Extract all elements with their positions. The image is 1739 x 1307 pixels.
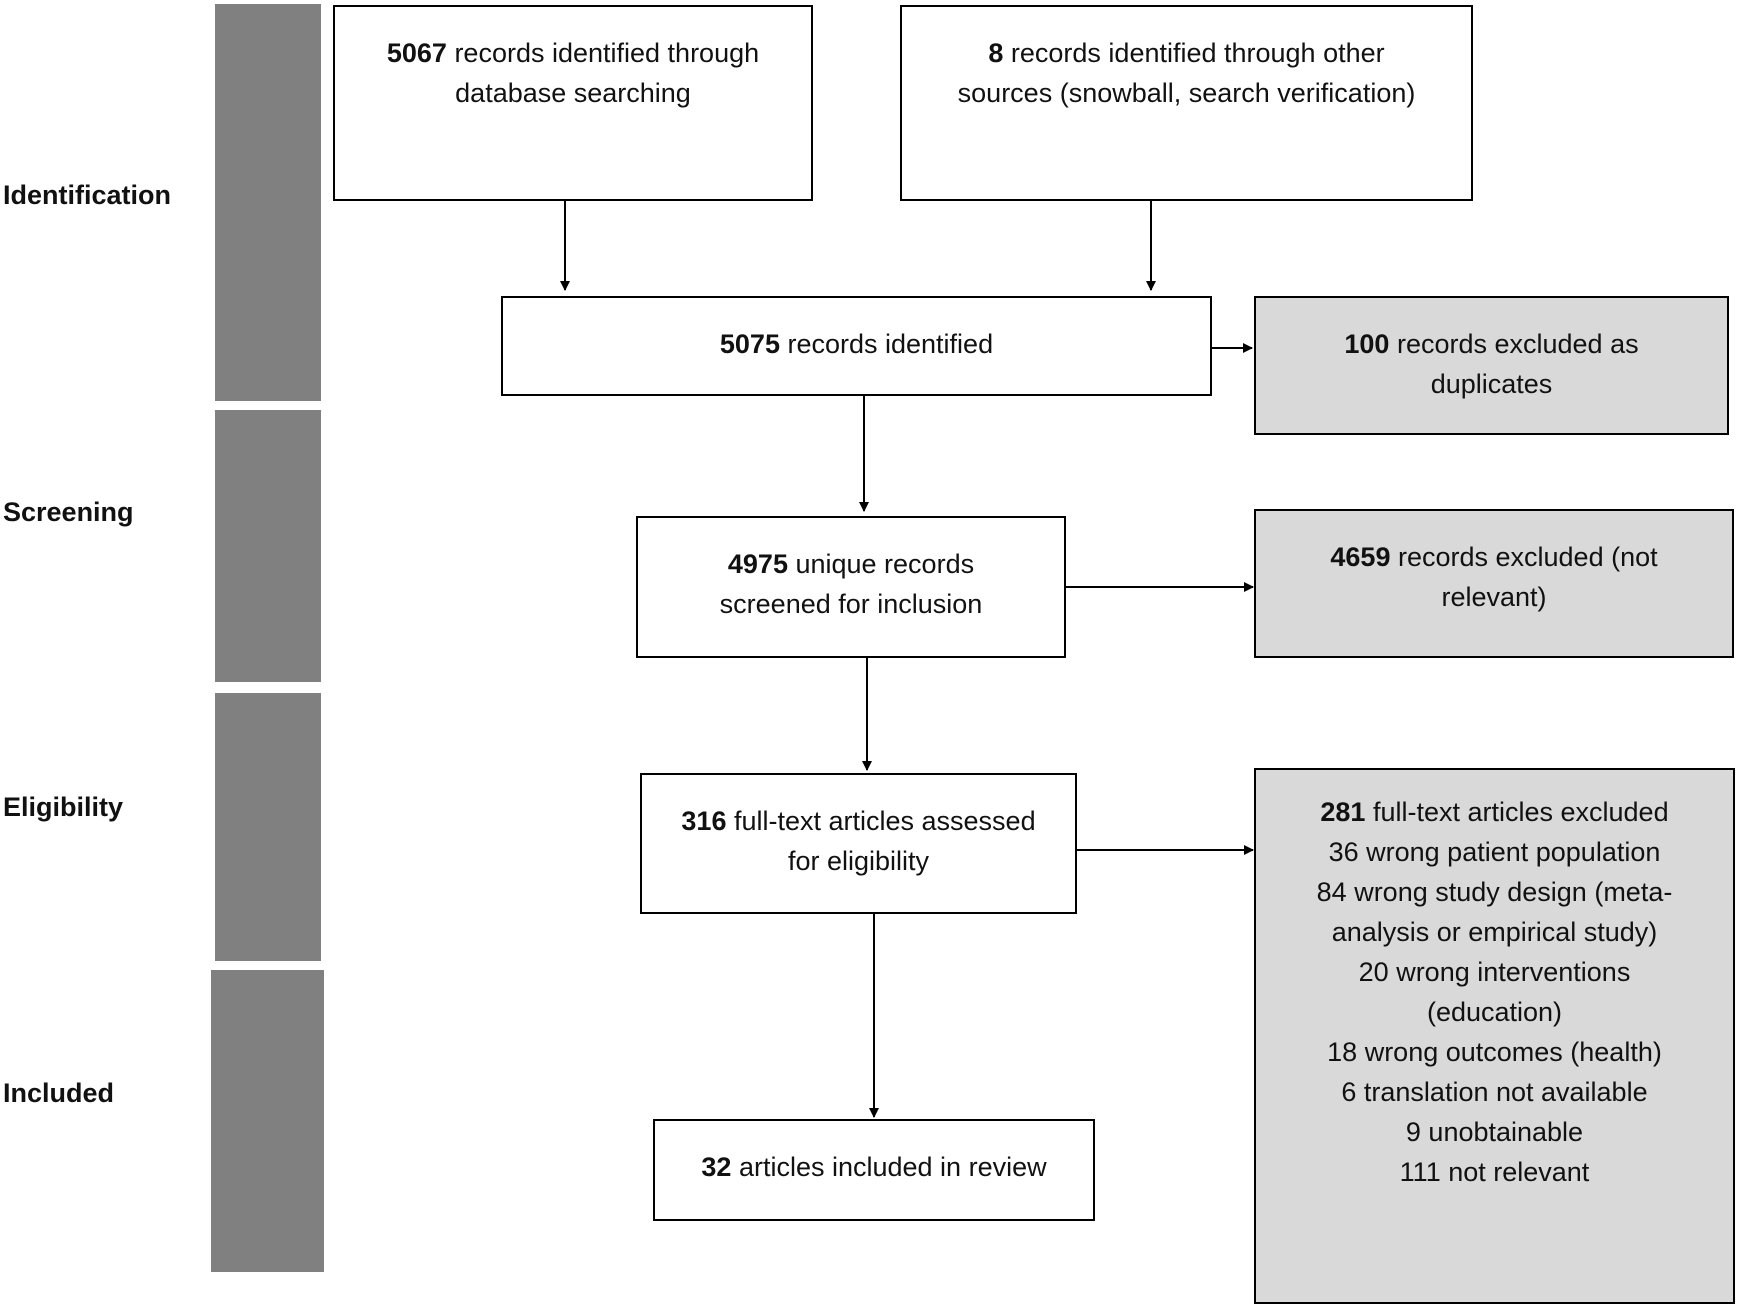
box-not-relevant-excluded: 4659 records excluded (not relevant) — [1254, 509, 1734, 658]
duplicates-line2: duplicates — [1430, 369, 1553, 399]
box-database-records: 5067 records identified through database… — [333, 5, 813, 201]
box-records-screened: 4975 unique records screened for inclusi… — [636, 516, 1066, 658]
screened-text: unique records — [787, 549, 975, 579]
box-database-line1: 5067 records identified through — [335, 33, 811, 73]
stage-bar-eligibility — [215, 693, 321, 961]
exclusion-reason: 84 wrong study design (meta- — [1316, 877, 1673, 907]
box-not-relevant-line1: 4659 records excluded (not — [1256, 537, 1732, 577]
box-fulltext-excluded: 281 full-text articles excluded 36 wrong… — [1254, 768, 1735, 1304]
box-duplicates-line1: 100 records excluded as — [1256, 324, 1727, 364]
database-line2: database searching — [455, 78, 691, 108]
stage-bar-identification — [215, 4, 321, 401]
database-count: 5067 — [386, 38, 447, 68]
exclusion-reason: 18 wrong outcomes (health) — [1327, 1037, 1662, 1067]
stage-label-identification: Identification — [3, 180, 171, 210]
other-line2: sources (snowball, search verification) — [957, 78, 1416, 108]
box-screened-line1: 4975 unique records — [638, 544, 1064, 584]
exclusion-reason: 9 unobtainable — [1405, 1117, 1584, 1147]
stage-label-included: Included — [3, 1078, 115, 1108]
box-fulltext-line1: 316 full-text articles assessed — [642, 801, 1075, 841]
exclusion-reason: 111 not relevant — [1399, 1157, 1590, 1187]
fulltext-line2: for eligibility — [787, 846, 930, 876]
exclusion-reason: (education) — [1426, 997, 1563, 1027]
screened-line2: screened for inclusion — [719, 589, 983, 619]
included-count: 32 — [701, 1152, 732, 1182]
box-other-sources: 8 records identified through other sourc… — [900, 5, 1473, 201]
identified-count: 5075 — [719, 329, 780, 359]
duplicates-text: records excluded as — [1389, 329, 1639, 359]
identified-text: records identified — [779, 329, 994, 359]
included-text: articles included in review — [731, 1152, 1047, 1182]
box-identified-line1: 5075 records identified — [503, 324, 1210, 364]
exclusion-reason: 36 wrong patient population — [1328, 837, 1661, 867]
duplicates-count: 100 — [1344, 329, 1390, 359]
screened-count: 4975 — [727, 549, 788, 579]
box-fulltext-assessed: 316 full-text articles assessed for elig… — [640, 773, 1077, 914]
box-duplicates-excluded: 100 records excluded as duplicates — [1254, 296, 1729, 435]
fulltext-count: 316 — [681, 806, 727, 836]
box-records-identified: 5075 records identified — [501, 296, 1212, 396]
fulltext-excluded-count: 281 — [1320, 797, 1366, 827]
not-relevant-count: 4659 — [1330, 542, 1391, 572]
box-articles-included: 32 articles included in review — [653, 1119, 1095, 1221]
stage-label-eligibility: Eligibility — [3, 792, 124, 822]
box-other-line1: 8 records identified through other — [902, 33, 1471, 73]
fulltext-excluded-text: full-text articles excluded — [1365, 797, 1669, 827]
stage-bar-included — [211, 970, 324, 1272]
not-relevant-text: records excluded (not — [1390, 542, 1658, 572]
database-text: records identified through — [446, 38, 760, 68]
stage-bar-screening — [215, 410, 321, 682]
box-fulltext-excluded-line1: 281 full-text articles excluded — [1256, 792, 1733, 832]
stage-label-screening: Screening — [3, 497, 134, 527]
not-relevant-line2: relevant) — [1441, 582, 1547, 612]
fulltext-text: full-text articles assessed — [726, 806, 1036, 836]
other-count: 8 — [988, 38, 1004, 68]
other-text: records identified through other — [1003, 38, 1385, 68]
exclusion-reason: 20 wrong interventions — [1358, 957, 1631, 987]
exclusion-reason: analysis or empirical study) — [1331, 917, 1658, 947]
exclusion-reason: 6 translation not available — [1341, 1077, 1648, 1107]
box-included-line1: 32 articles included in review — [655, 1147, 1093, 1187]
